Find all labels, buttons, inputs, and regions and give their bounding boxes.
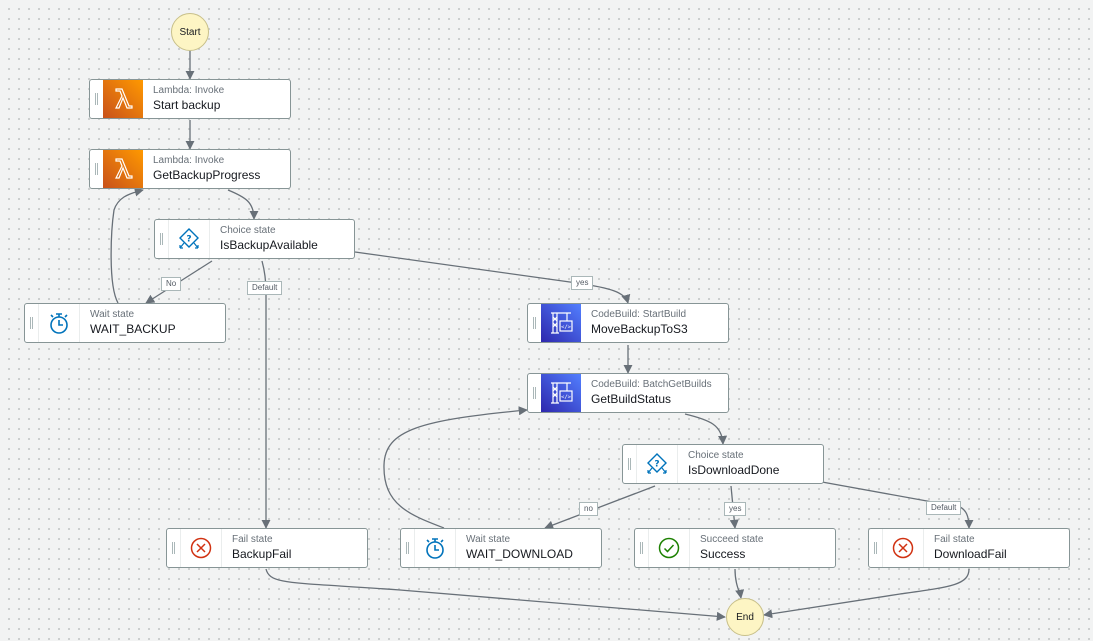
state-is-download-done[interactable]: ? Choice state IsDownloadDone: [622, 444, 824, 484]
state-start-backup[interactable]: Lambda: Invoke Start backup: [89, 79, 291, 119]
edge-label-download-default: Default: [926, 501, 962, 515]
drag-handle[interactable]: [869, 529, 882, 567]
state-type: Wait state: [466, 534, 511, 545]
lambda-icon: [103, 150, 143, 188]
lambda-icon: [103, 80, 143, 118]
state-name: GetBackupProgress: [153, 168, 261, 182]
codebuild-icon: </>: [541, 304, 581, 342]
state-success[interactable]: Succeed state Success: [634, 528, 836, 568]
edge-wait-backup-to-get-backup-progress: [110, 187, 144, 304]
drag-handle[interactable]: [528, 374, 541, 412]
state-get-build-status[interactable]: </> CodeBuild: BatchGetBuilds GetBuildSt…: [527, 373, 729, 413]
start-node[interactable]: Start: [171, 13, 209, 51]
drag-handle[interactable]: [90, 80, 103, 118]
fail-icon: [180, 529, 222, 567]
edge-get-build-status-to-is-download-done: [684, 413, 728, 445]
state-name: BackupFail: [232, 547, 292, 561]
state-type: Choice state: [220, 225, 276, 236]
success-icon: [648, 529, 690, 567]
state-name: WAIT_BACKUP: [90, 322, 176, 336]
edge-get-backup-progress-to-is-backup-available: [227, 189, 259, 220]
state-name: Start backup: [153, 98, 221, 112]
state-name: WAIT_DOWNLOAD: [466, 547, 573, 561]
state-type: Succeed state: [700, 534, 764, 545]
edge-backup-fail-to-end: [265, 568, 726, 621]
timer-icon: [414, 529, 456, 567]
svg-text:?: ?: [654, 460, 659, 470]
edge-label-download-yes: yes: [724, 502, 747, 516]
edge-is-backup-available-to-backup-fail: [261, 260, 271, 529]
edge-label-backup-yes: yes: [571, 276, 594, 290]
state-type: CodeBuild: StartBuild: [591, 309, 687, 320]
drag-handle[interactable]: [167, 529, 180, 567]
edge-label-download-no: no: [579, 502, 598, 516]
state-get-backup-progress[interactable]: Lambda: Invoke GetBackupProgress: [89, 149, 291, 189]
svg-text:</>: </>: [561, 325, 572, 331]
state-name: GetBuildStatus: [591, 392, 672, 406]
state-type: Fail state: [232, 534, 273, 545]
state-move-backup-to-s3[interactable]: </> CodeBuild: StartBuild MoveBackupToS3: [527, 303, 729, 343]
end-label: End: [736, 611, 754, 623]
edge-download-fail-to-end: [763, 568, 970, 619]
state-is-backup-available[interactable]: ? Choice state IsBackupAvailable: [154, 219, 355, 259]
drag-handle[interactable]: [25, 304, 38, 342]
edge-wait-download-to-get-build-status: [383, 406, 528, 529]
timer-icon: [38, 304, 80, 342]
state-name: Success: [700, 547, 746, 561]
drag-handle[interactable]: [155, 220, 168, 258]
state-type: Wait state: [90, 309, 135, 320]
state-type: Lambda: Invoke: [153, 85, 225, 96]
state-name: DownloadFail: [934, 547, 1007, 561]
edge-label-backup-no: No: [161, 277, 182, 291]
drag-handle[interactable]: [623, 445, 636, 483]
state-type: Lambda: Invoke: [153, 155, 225, 166]
drag-handle[interactable]: [528, 304, 541, 342]
codebuild-icon: </>: [541, 374, 581, 412]
state-name: IsBackupAvailable: [220, 238, 318, 252]
svg-text:</>: </>: [561, 395, 572, 401]
state-download-fail[interactable]: Fail state DownloadFail: [868, 528, 1070, 568]
edge-is-download-done-to-wait-download: [544, 485, 656, 530]
start-label: Start: [179, 26, 201, 38]
drag-handle[interactable]: [90, 150, 103, 188]
drag-handle[interactable]: [635, 529, 648, 567]
choice-icon: ?: [636, 445, 678, 483]
state-type: Choice state: [688, 450, 744, 461]
drag-handle[interactable]: [401, 529, 414, 567]
state-name: MoveBackupToS3: [591, 322, 688, 336]
edge-success-to-end: [734, 568, 745, 599]
state-name: IsDownloadDone: [688, 463, 780, 477]
choice-icon: ?: [168, 220, 210, 258]
state-type: CodeBuild: BatchGetBuilds: [591, 379, 712, 390]
state-wait-backup[interactable]: Wait state WAIT_BACKUP: [24, 303, 226, 343]
edge-label-backup-default: Default: [247, 281, 283, 295]
svg-text:?: ?: [186, 235, 191, 245]
state-wait-download[interactable]: Wait state WAIT_DOWNLOAD: [400, 528, 602, 568]
end-node[interactable]: End: [726, 598, 764, 636]
state-type: Fail state: [934, 534, 975, 545]
state-backup-fail[interactable]: Fail state BackupFail: [166, 528, 368, 568]
fail-icon: [882, 529, 924, 567]
